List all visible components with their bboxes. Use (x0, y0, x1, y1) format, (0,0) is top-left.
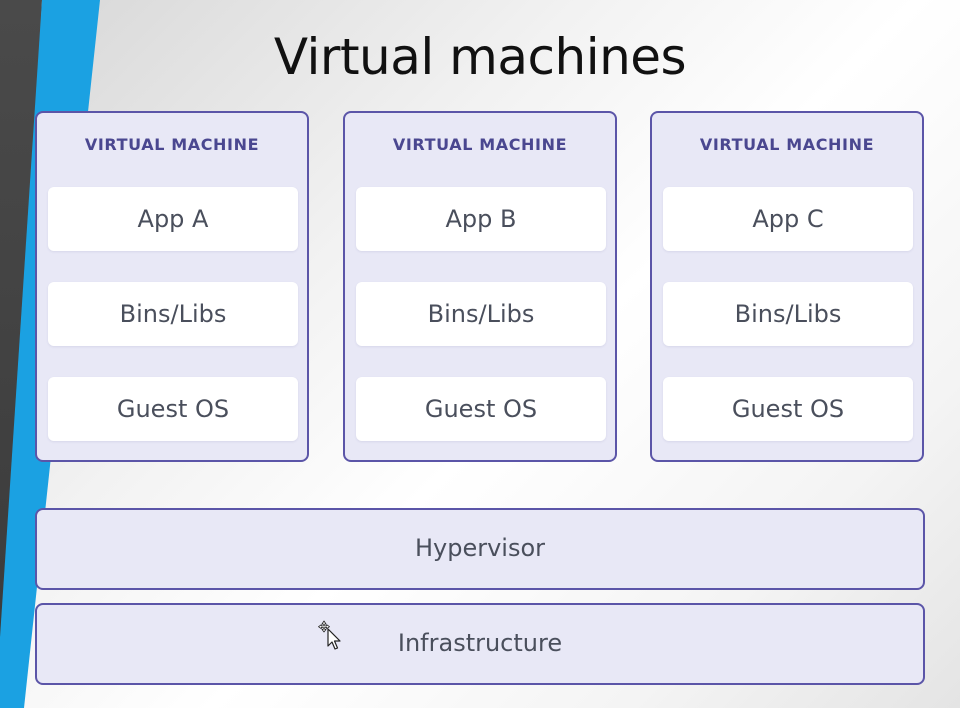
virtual-machine-box-c: VIRTUAL MACHINE App C Bins/Libs Guest OS (650, 111, 924, 462)
guest-os-layer: Guest OS (48, 377, 298, 441)
infrastructure-label: Infrastructure (397, 629, 563, 657)
virtual-machine-box-a: VIRTUAL MACHINE App A Bins/Libs Guest OS (35, 111, 309, 462)
guest-os-layer: Guest OS (356, 377, 606, 441)
app-layer: App C (663, 187, 913, 251)
bins-libs-layer: Bins/Libs (356, 282, 606, 346)
bins-libs-layer: Bins/Libs (48, 282, 298, 346)
vm-label: VIRTUAL MACHINE (699, 135, 875, 154)
vm-label: VIRTUAL MACHINE (84, 135, 260, 154)
move-cursor-icon (318, 620, 341, 650)
vm-label: VIRTUAL MACHINE (392, 135, 568, 154)
virtual-machine-box-b: VIRTUAL MACHINE App B Bins/Libs Guest OS (343, 111, 617, 462)
app-layer: App A (48, 187, 298, 251)
infrastructure-layer: Infrastructure (35, 603, 925, 685)
slide-title: Virtual machines (0, 28, 960, 86)
hypervisor-label: Hypervisor (414, 534, 546, 562)
slide-title-text: Virtual machines (273, 28, 687, 86)
bins-libs-layer: Bins/Libs (663, 282, 913, 346)
guest-os-layer: Guest OS (663, 377, 913, 441)
hypervisor-layer: Hypervisor (35, 508, 925, 590)
app-layer: App B (356, 187, 606, 251)
